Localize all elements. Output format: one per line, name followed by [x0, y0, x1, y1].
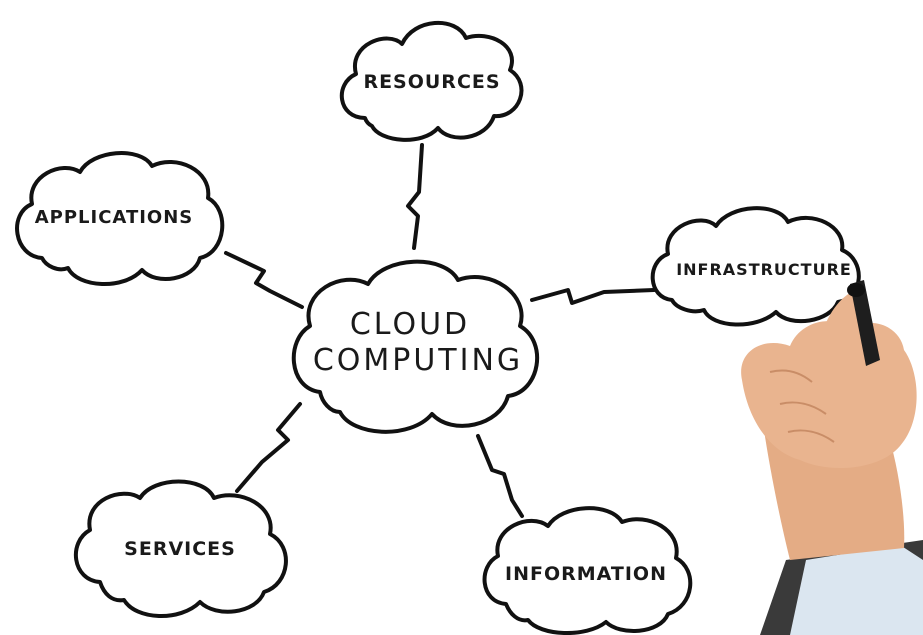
connector-applications	[224, 251, 304, 309]
cloud-applications	[15, 151, 225, 286]
label-applications: APPLICATIONS	[35, 207, 194, 228]
connector-information	[476, 434, 524, 518]
connector-infrastructure	[530, 288, 656, 305]
cloud-infrastructure	[650, 206, 861, 327]
hand-with-marker-icon	[741, 280, 923, 635]
cloud-information	[482, 506, 693, 635]
label-center-line1: CLOUD	[350, 307, 470, 342]
connector-resources	[406, 143, 424, 250]
label-center-line2: COMPUTING	[313, 343, 523, 378]
label-services: SERVICES	[124, 538, 236, 560]
cloud-services	[73, 479, 288, 618]
label-infrastructure: INFRASTRUCTURE	[676, 260, 852, 279]
connector-services	[235, 402, 302, 493]
label-resources: RESOURCES	[363, 71, 500, 93]
cloud-center	[291, 259, 539, 434]
cloud-resources	[339, 21, 524, 142]
label-information: INFORMATION	[505, 563, 667, 585]
